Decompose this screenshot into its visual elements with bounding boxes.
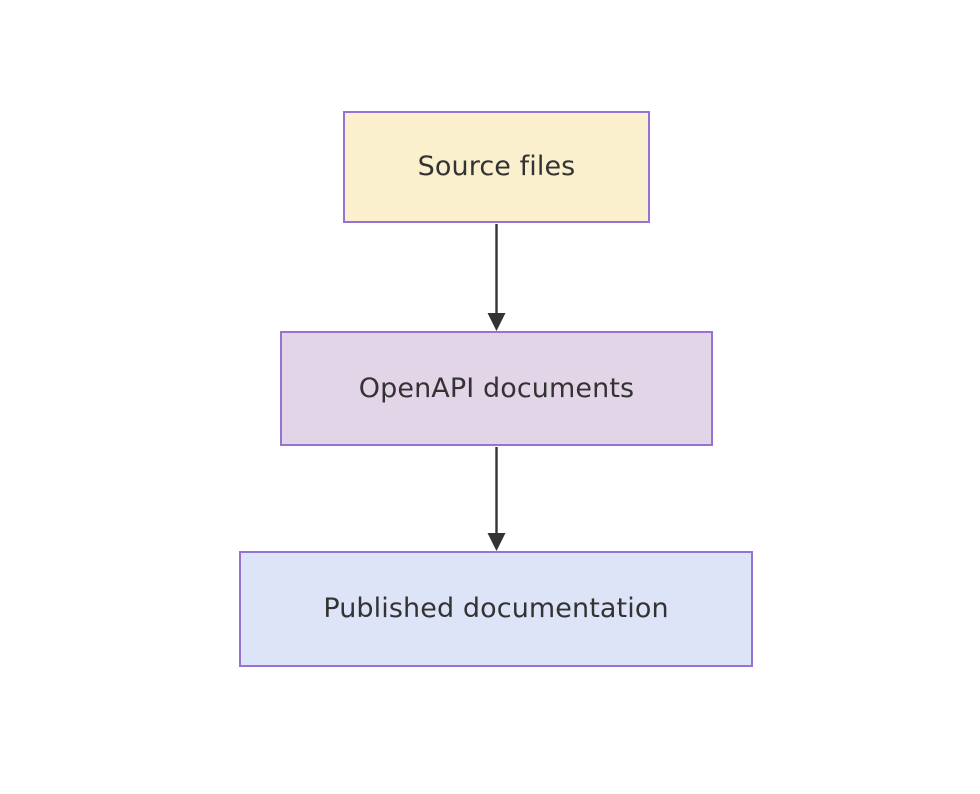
flowchart-node-source-files[interactable]: Source files <box>343 111 650 223</box>
flowchart-node-label: Published documentation <box>323 593 669 625</box>
flowchart-node-openapi-documents[interactable]: OpenAPI documents <box>280 331 713 446</box>
arrowhead-icon <box>487 313 506 331</box>
edge-openapi-to-published <box>487 447 506 551</box>
arrowhead-icon <box>487 533 506 551</box>
flowchart-node-label: Source files <box>417 151 576 183</box>
edge-source-to-openapi <box>487 224 506 331</box>
flowchart-node-label: OpenAPI documents <box>358 372 635 404</box>
flowchart-node-published-documentation[interactable]: Published documentation <box>239 551 753 667</box>
